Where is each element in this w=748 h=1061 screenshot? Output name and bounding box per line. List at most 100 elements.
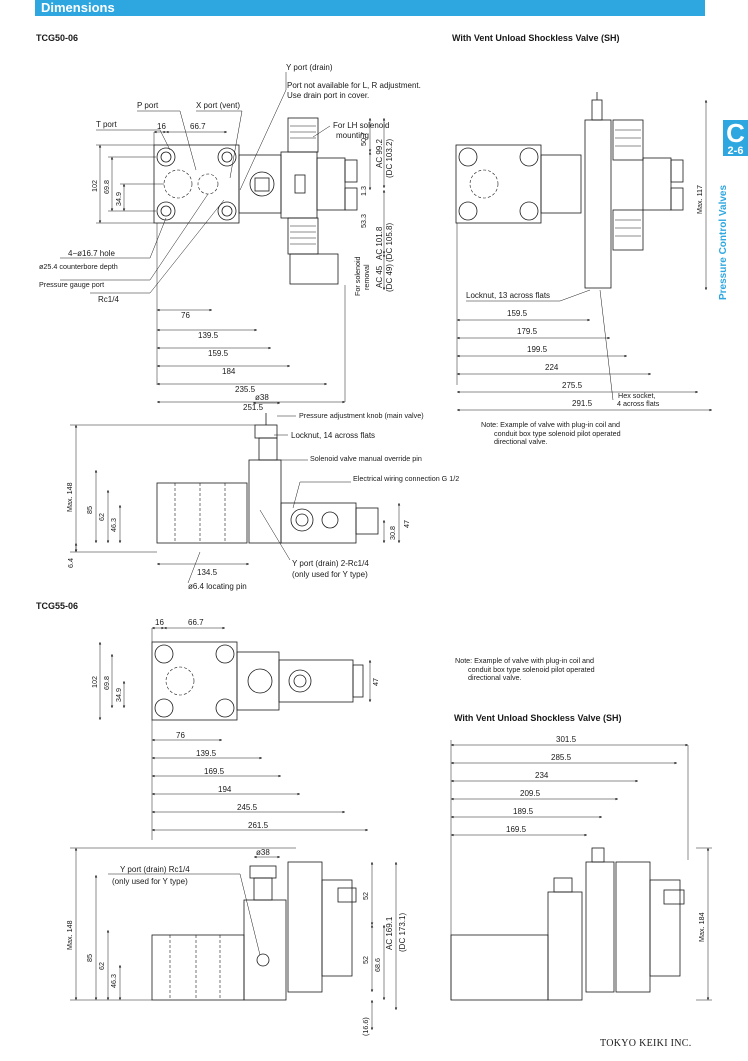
label-port-note-2: Use drain port in cover. bbox=[287, 91, 369, 100]
dim-1-3: 1.3 bbox=[359, 186, 368, 196]
label-lh-solenoid-2: mounting bbox=[336, 131, 369, 140]
dim-55-194: 194 bbox=[218, 785, 232, 794]
dim-55-16: 16 bbox=[155, 618, 164, 627]
note-bottom-line3: directional valve. bbox=[468, 673, 522, 682]
dim-30-8: 30.8 bbox=[388, 526, 397, 540]
dim-55-68-6: 68.6 bbox=[373, 958, 382, 972]
label-electrical: Electrical wiring connection G 1/2 bbox=[353, 474, 459, 483]
dim-66-7: 66.7 bbox=[190, 122, 206, 131]
dim-134-5: 134.5 bbox=[197, 568, 218, 577]
dim-max-184: Max. 184 bbox=[697, 912, 706, 942]
dim-sh-159-5: 159.5 bbox=[507, 309, 528, 318]
tcg50-top-view: Y port (drain) Port not available for L,… bbox=[39, 63, 421, 412]
dim-50-7: 50.7 bbox=[359, 132, 368, 146]
side-tab-letter: C 2-6 bbox=[723, 118, 748, 157]
dim-sh-224: 224 bbox=[545, 363, 559, 372]
dim-55-38: ø38 bbox=[256, 848, 270, 857]
dim-38: ø38 bbox=[255, 393, 269, 402]
label-locknut-14: Locknut, 14 across flats bbox=[291, 431, 375, 440]
dim-ac-101-8: AC 101.8 bbox=[375, 226, 384, 260]
section-title-tcg50: TCG50-06 bbox=[36, 33, 79, 43]
tcg55-side-body bbox=[151, 934, 245, 1001]
company-footer: TOKYO KEIKI INC. bbox=[600, 1038, 692, 1049]
label-hex-socket-1: Hex socket, bbox=[618, 391, 656, 400]
dim-55-34-9: 34.9 bbox=[114, 688, 123, 702]
label-hole: 4−ø16.7 hole bbox=[68, 249, 115, 258]
tcg50-side-body bbox=[156, 482, 248, 544]
page-title: Dimensions bbox=[41, 0, 115, 15]
label-hex-socket-2: 4 across flats bbox=[617, 399, 660, 408]
dim-55-69-8: 69.8 bbox=[102, 676, 111, 690]
dim-55-245-5: 245.5 bbox=[237, 803, 258, 812]
note-top: Note: Example of valve with plug-in coil… bbox=[481, 420, 621, 447]
dim-46-3: 46.3 bbox=[109, 518, 118, 532]
dim-62: 62 bbox=[97, 513, 106, 521]
dim-sh2-301-5: 301.5 bbox=[556, 735, 577, 744]
label-locknut-13: Locknut, 13 across flats bbox=[466, 291, 550, 300]
dim-159-5: 159.5 bbox=[208, 349, 229, 358]
dim-dc-49: (DC 49) bbox=[385, 264, 394, 292]
dim-34-9: 34.9 bbox=[114, 192, 123, 206]
dim-55-max-148: Max. 148 bbox=[65, 920, 74, 950]
label-y-port-drain: Y port (drain) bbox=[286, 63, 333, 72]
label-55-y-only: (only used for Y type) bbox=[112, 877, 188, 886]
dim-55-102: 102 bbox=[90, 676, 99, 688]
note-top-line1: Note: Example of valve with plug-in coil… bbox=[481, 420, 621, 429]
dim-ac-45: AC 45 bbox=[375, 265, 384, 288]
label-override: Solenoid valve manual override pin bbox=[310, 454, 422, 463]
dim-55-66-7: 66.7 bbox=[188, 618, 204, 627]
dim-sh2-189-5: 189.5 bbox=[513, 807, 534, 816]
side-tab-c: C bbox=[726, 118, 745, 148]
note-top-line2: conduit box type solenoid pilot operated bbox=[494, 428, 621, 438]
header-bar: Dimensions bbox=[35, 0, 705, 16]
dim-55-261-5: 261.5 bbox=[248, 821, 269, 830]
dim-55-139-5: 139.5 bbox=[196, 749, 217, 758]
dim-139-5: 139.5 bbox=[198, 331, 219, 340]
side-tab-page: 2-6 bbox=[727, 145, 744, 157]
label-y-drain: Y port (drain) 2-Rc1/4 bbox=[292, 559, 369, 568]
dim-sh-199-5: 199.5 bbox=[527, 345, 548, 354]
dim-235-5: 235.5 bbox=[235, 385, 256, 394]
dim-47: 47 bbox=[402, 520, 411, 528]
dim-sh-291-5: 291.5 bbox=[572, 399, 593, 408]
dim-55-169-5: 169.5 bbox=[204, 767, 225, 776]
dim-6-4: 6.4 bbox=[66, 558, 75, 568]
label-knob: Pressure adjustment knob (main valve) bbox=[299, 411, 424, 420]
tcg55-body bbox=[151, 641, 238, 721]
dim-sh2-285-5: 285.5 bbox=[551, 753, 572, 762]
dim-55-52a: 52 bbox=[361, 892, 370, 900]
dim-16: 16 bbox=[157, 122, 166, 131]
label-solenoid-removal-2: removal bbox=[362, 264, 371, 290]
dim-sh-275-5: 275.5 bbox=[562, 381, 583, 390]
dim-251-5: 251.5 bbox=[243, 403, 264, 412]
dim-dc-103-2: (DC 103.2) bbox=[385, 139, 394, 178]
dim-55-47: 47 bbox=[371, 678, 380, 686]
tcg55-top-view: 16 66.7 102 69.8 34.9 47 76 139.5 169.5 … bbox=[90, 618, 380, 840]
dim-ac-169-1: AC 169.1 bbox=[385, 916, 394, 950]
note-bottom-line1: Note: Example of valve with plug-in coil… bbox=[455, 656, 595, 665]
dim-ac-99-2: AC 99.2 bbox=[375, 139, 384, 168]
label-p-port: P port bbox=[137, 101, 159, 110]
dim-dc-105-8: (DC 105.8) bbox=[385, 223, 394, 262]
sh-bottom-view: 301.5 285.5 234 209.5 189.5 169.5 Max. 1… bbox=[450, 735, 712, 1001]
section-title-vent-bottom: With Vent Unload Shockless Valve (SH) bbox=[454, 713, 622, 723]
dim-55-52b: 52 bbox=[361, 956, 370, 964]
dim-max-148: Max. 148 bbox=[65, 482, 74, 512]
label-55-y-drain: Y port (drain) Rc1/4 bbox=[120, 865, 190, 874]
tcg55-side-view: ø38 Y port (drain) Rc1/4 (only used for … bbox=[65, 847, 407, 1036]
dim-55-85: 85 bbox=[85, 954, 94, 962]
section-title-vent-top: With Vent Unload Shockless Valve (SH) bbox=[452, 33, 620, 43]
label-gauge-port: Pressure gauge port bbox=[39, 280, 104, 289]
dim-85: 85 bbox=[85, 506, 94, 514]
dim-sh2-209-5: 209.5 bbox=[520, 789, 541, 798]
dim-sh2-234: 234 bbox=[535, 771, 549, 780]
dim-55-76: 76 bbox=[176, 731, 185, 740]
sh-top-view: Max. 117 Locknut, 13 across flats 159.5 … bbox=[455, 92, 712, 412]
label-lh-solenoid-1: For LH solenoid bbox=[333, 121, 389, 130]
dim-sh-179-5: 179.5 bbox=[517, 327, 538, 336]
dim-76: 76 bbox=[181, 311, 190, 320]
label-locating-pin: ø6.4 locating pin bbox=[188, 582, 247, 591]
dim-184: 184 bbox=[222, 367, 236, 376]
dim-55-16-6: (16.6) bbox=[361, 1017, 370, 1036]
